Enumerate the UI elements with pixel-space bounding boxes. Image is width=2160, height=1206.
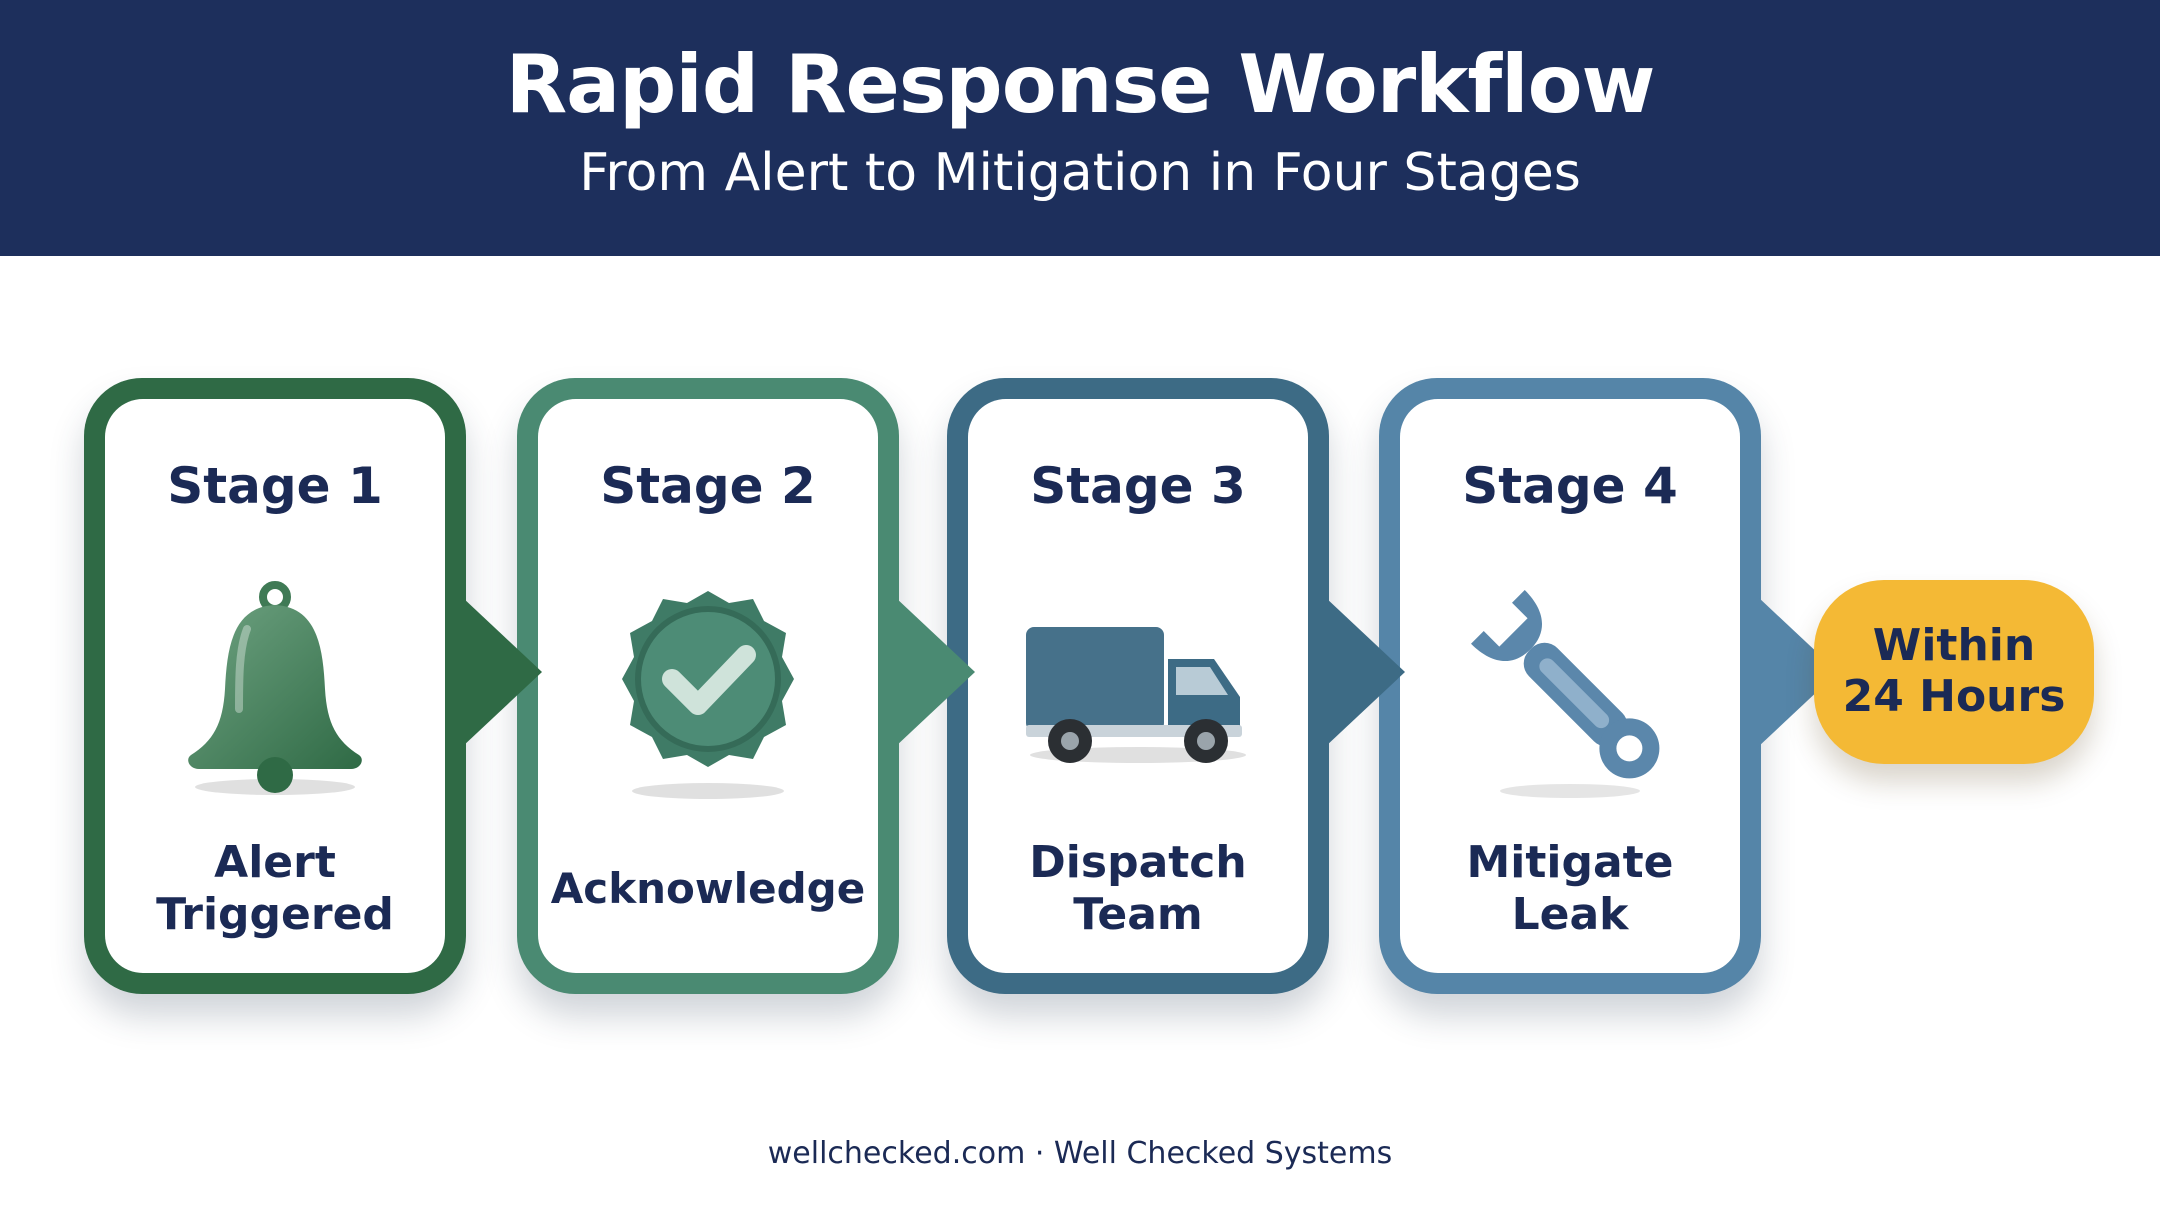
- wrench-icon: [1450, 569, 1690, 809]
- check-badge-icon: [588, 569, 828, 809]
- bell-icon: [155, 569, 395, 809]
- stage-card-4: Stage 4 Mitigate Leak: [1379, 378, 1761, 994]
- stage-card-1: Stage 1 Alert Triggered: [84, 378, 466, 994]
- stage-label: Stage 4: [1462, 457, 1678, 515]
- page-title: Rapid Response Workflow: [505, 38, 1656, 131]
- stage-description: Mitigate Leak: [1466, 837, 1674, 940]
- truck-icon: [1018, 569, 1258, 809]
- stage-label: Stage 1: [167, 457, 383, 515]
- page-subtitle: From Alert to Mitigation in Four Stages: [579, 143, 1581, 203]
- stage-description: Acknowledge: [550, 864, 866, 914]
- stage-card-body: Stage 1 Alert Triggered: [105, 399, 445, 973]
- footer-credit: wellchecked.com · Well Checked Systems: [767, 1136, 1393, 1171]
- header-banner: Rapid Response Workflow From Alert to Mi…: [0, 0, 2160, 256]
- arrow-connector: [1325, 597, 1405, 747]
- stage-description: Alert Triggered: [156, 837, 394, 940]
- stage-label: Stage 3: [1030, 457, 1246, 515]
- stage-card-body: Stage 2 Acknowledge: [538, 399, 878, 973]
- arrow-connector: [1758, 597, 1838, 747]
- arrow-connector: [462, 597, 542, 747]
- stage-label: Stage 2: [600, 457, 816, 515]
- stage-card-body: Stage 3 Dispatch Team: [968, 399, 1308, 973]
- arrow-connector: [895, 597, 975, 747]
- stage-card-2: Stage 2 Acknowledge: [517, 378, 899, 994]
- stage-card-3: Stage 3 Dispatch Team: [947, 378, 1329, 994]
- stage-card-body: Stage 4 Mitigate Leak: [1400, 399, 1740, 973]
- result-badge: Within 24 Hours: [1814, 580, 2094, 764]
- stage-description: Dispatch Team: [1029, 837, 1247, 940]
